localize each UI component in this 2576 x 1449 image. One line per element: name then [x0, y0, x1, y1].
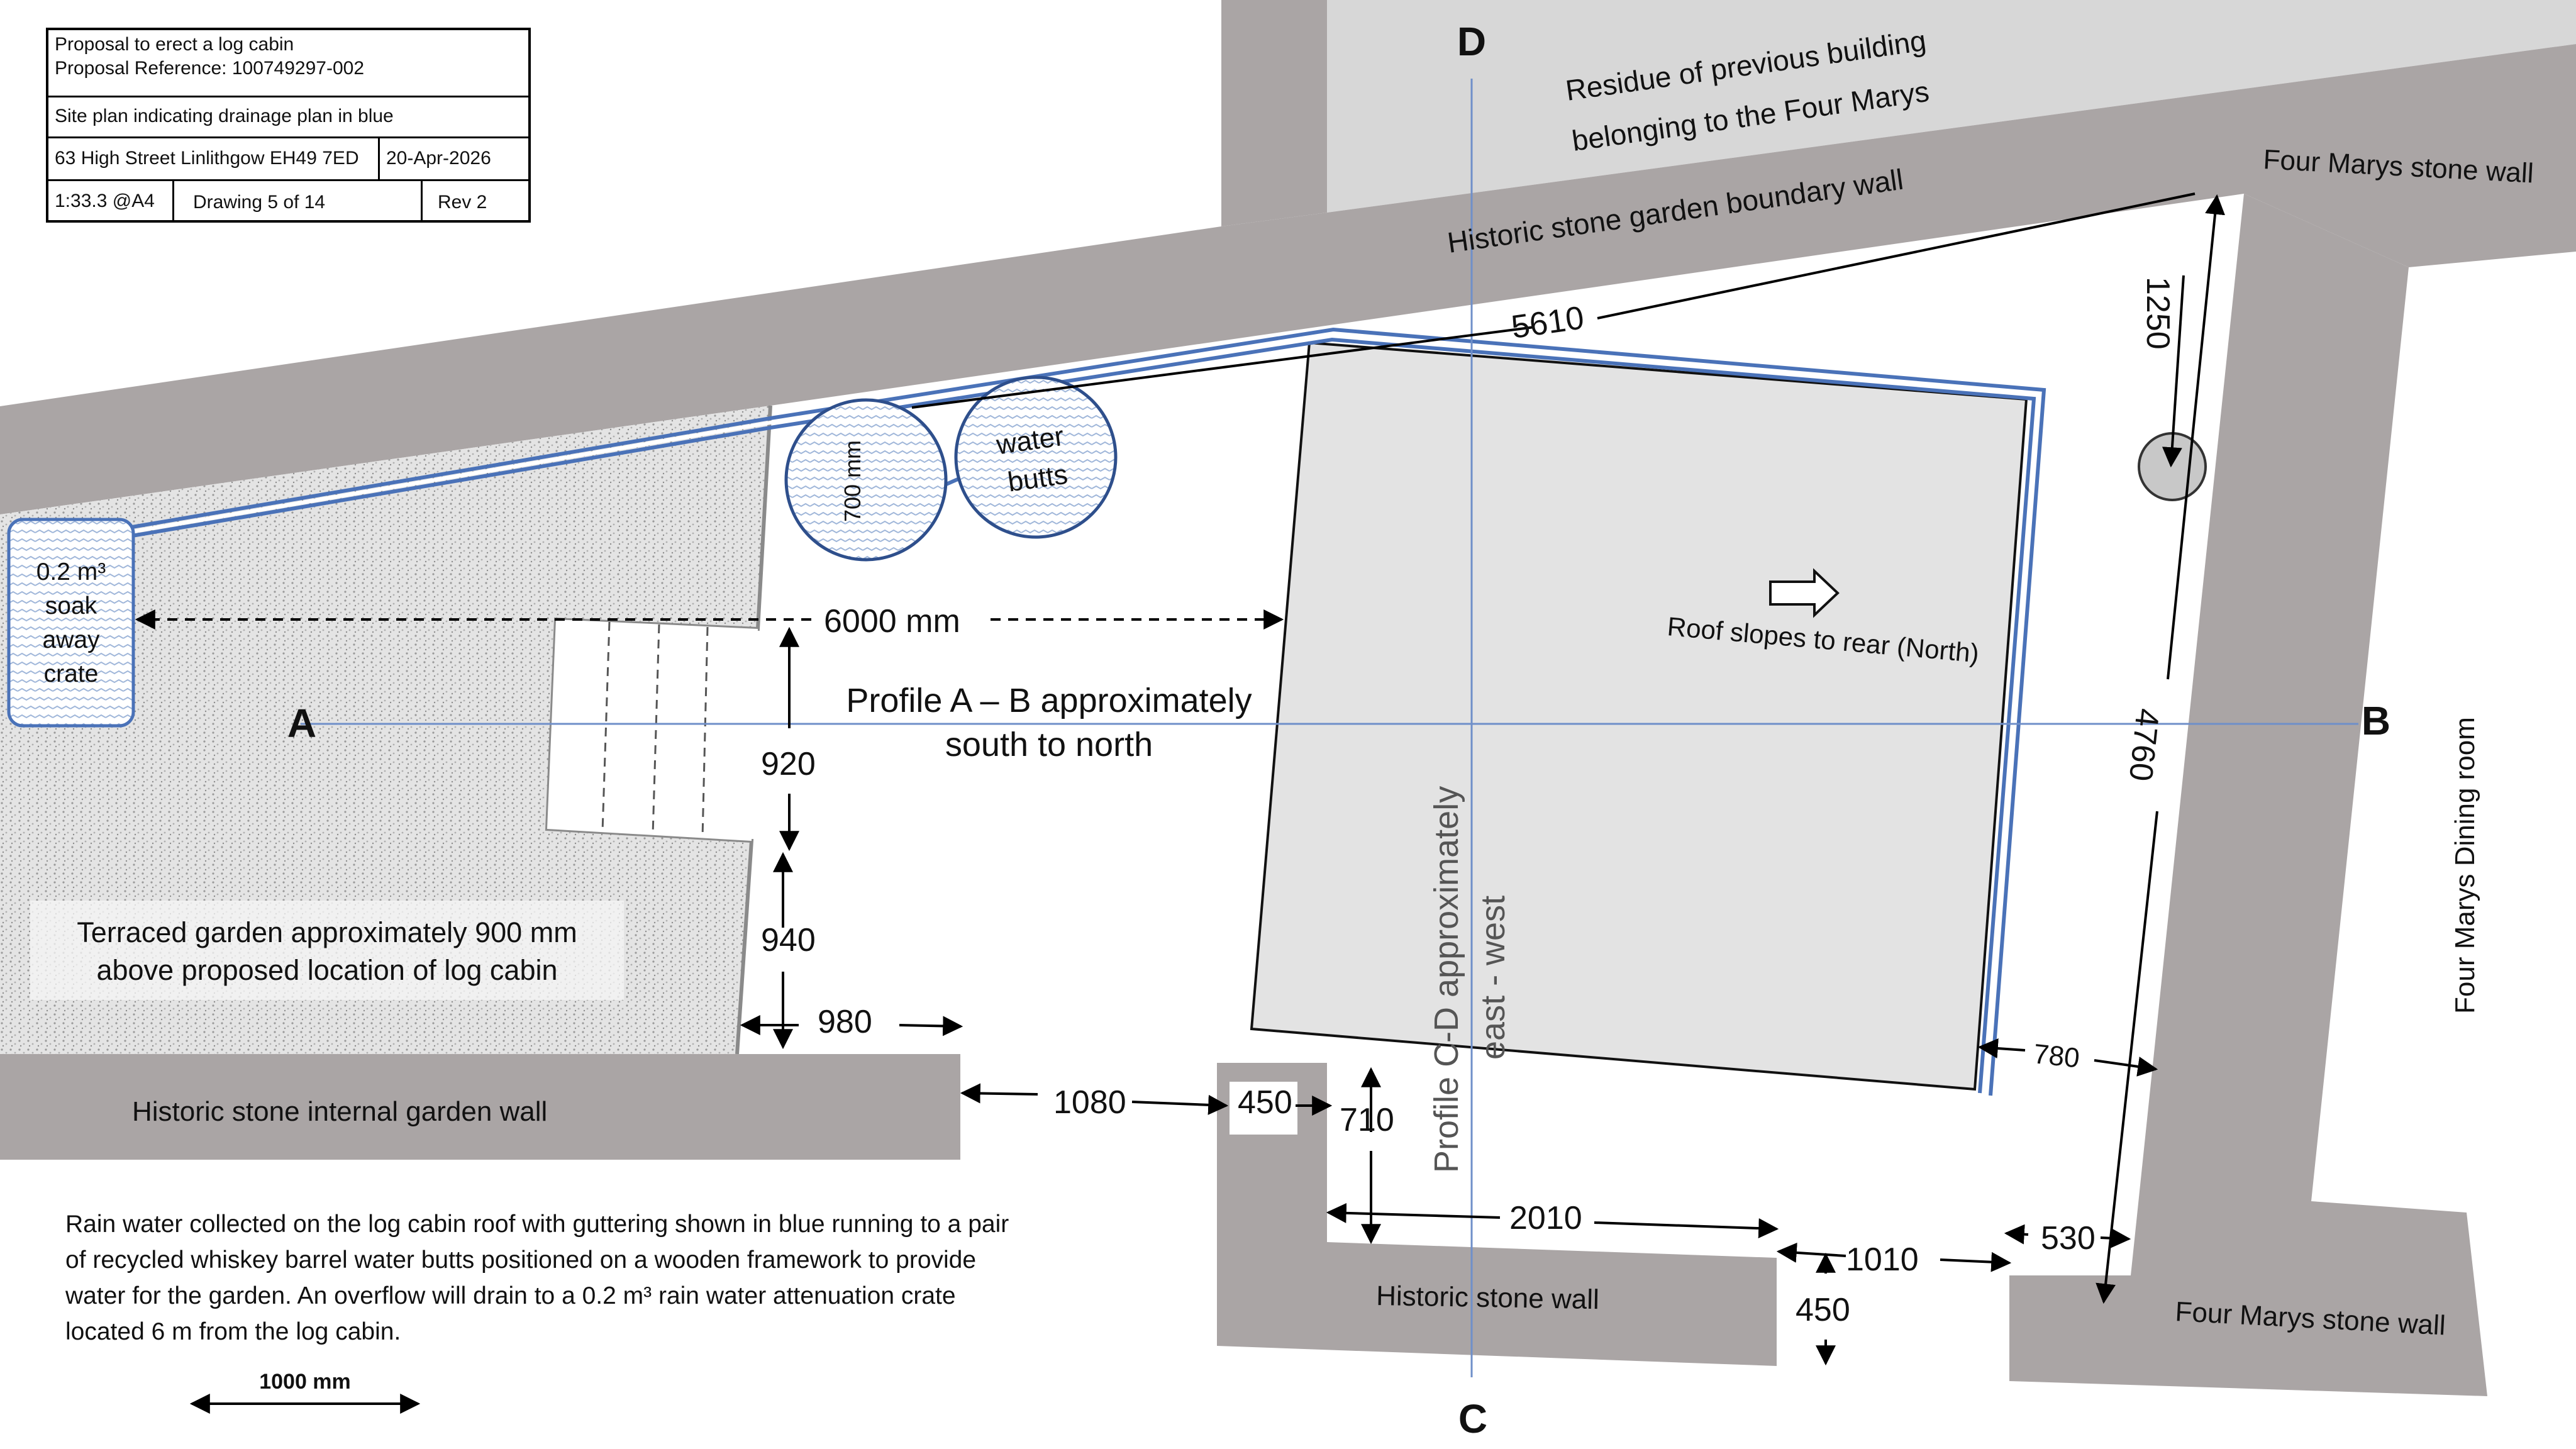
dimension-4760: 4760 [2122, 707, 2166, 783]
drawing-description: Site plan indicating drainage plan in bl… [55, 106, 394, 126]
dimension-2010: 2010 [1509, 1200, 1582, 1236]
note-line: of recycled whiskey barrel water butts p… [65, 1246, 977, 1274]
step-line [701, 626, 709, 838]
point-b-label: B [2362, 698, 2390, 743]
wall-gap-box [1230, 1082, 1297, 1135]
dimension-780: 780 [2032, 1038, 2081, 1074]
gutter [131, 327, 2046, 1096]
dimension-940: 940 [761, 922, 816, 958]
title-block-row: Site plan indicating drainage plan in bl… [48, 97, 528, 138]
soak-away-label: soak [45, 592, 97, 619]
step-line [652, 624, 660, 835]
scale-bar-label: 1000 mm [259, 1370, 351, 1394]
point-a-label: A [287, 701, 316, 746]
proposal-reference: Proposal Reference: 100749297-002 [55, 58, 365, 79]
dimension-1010: 1010 [1846, 1241, 1919, 1278]
residue-wall-left [1221, 0, 1327, 226]
roof-slope-arrow [1769, 568, 1840, 618]
internal-garden-wall [0, 1054, 960, 1160]
terraced-garden [0, 406, 770, 1054]
revision: Rev 2 [438, 192, 487, 213]
title-block-row: 1:33.3 @A4 Drawing 5 of 14 Rev 2 [48, 181, 528, 223]
dimension-1250: 1250 [2140, 277, 2176, 350]
boundary-wall [0, 44, 2576, 514]
title-block-row: Proposal to erect a log cabin Proposal R… [48, 30, 528, 97]
four-marys-wall-right [2009, 194, 2487, 1396]
dimension-710: 710 [1340, 1102, 1394, 1138]
dimension-1080: 1080 [1053, 1084, 1126, 1121]
dimension-6000: 6000 mm [824, 603, 960, 640]
soak-away-label: away [42, 626, 100, 653]
site-address: 63 High Street Linlithgow EH49 7ED [48, 138, 380, 179]
water-butt-1 [784, 398, 948, 562]
title-block-row: 63 High Street Linlithgow EH49 7ED 20-Ap… [48, 138, 528, 181]
dimension-450-lower: 450 [1796, 1292, 1850, 1328]
title-block: Proposal to erect a log cabin Proposal R… [46, 28, 531, 223]
profile-cd-label: Profile C-D approximately [1428, 786, 1465, 1173]
soak-away-label: crate [44, 660, 99, 687]
steps [547, 619, 758, 841]
note-line: water for the garden. An overflow will d… [65, 1282, 956, 1309]
step-line [601, 621, 611, 832]
log-cabin [1250, 341, 2028, 1091]
soak-away-crate [7, 518, 135, 728]
dining-room-label: Four Marys Dining room [2450, 717, 2480, 1014]
residue-building [1327, 0, 2576, 213]
dimension-980: 980 [818, 1004, 872, 1040]
title-block-cell: Proposal to erect a log cabin Proposal R… [48, 30, 528, 96]
point-d-label: D [1457, 19, 1486, 64]
dimension-lines [189, 192, 2226, 1414]
drawing-date: 20-Apr-2026 [386, 148, 491, 169]
dimension-450: 450 [1238, 1084, 1292, 1121]
soak-away-label: 0.2 m³ [36, 558, 106, 586]
point-c-label: C [1458, 1396, 1487, 1441]
dimension-530: 530 [2041, 1220, 2096, 1257]
gutter-inner [133, 332, 2041, 1095]
profile-ab-label: Profile A – B approximately [846, 682, 1252, 719]
terrace-label-box [30, 901, 624, 1000]
note-line: located 6 m from the log cabin. [65, 1318, 401, 1345]
dimension-920: 920 [761, 746, 816, 782]
butt-size-label: 700 mm [840, 440, 865, 522]
historic-stone-wall [1217, 1063, 1777, 1366]
profile-ab-label: south to north [945, 726, 1153, 763]
drainage-note: Rain water collected on the log cabin ro… [65, 1206, 1172, 1350]
dimension-5610: 5610 [1509, 299, 1587, 346]
proposal-title: Proposal to erect a log cabin [55, 34, 294, 55]
historic-wall-label: Historic stone wall [1376, 1280, 1599, 1315]
note-line: Rain water collected on the log cabin ro… [65, 1211, 1009, 1238]
water-butt-2 [954, 375, 1118, 539]
terrace-label: Terraced garden approximately 900 mm [77, 916, 577, 948]
internal-wall-label: Historic stone internal garden wall [132, 1096, 547, 1127]
terrace-label: above proposed location of log cabin [96, 954, 557, 986]
drawing-scale: 1:33.3 @A4 [48, 181, 174, 223]
profile-cd-label: east - west [1474, 896, 1512, 1060]
drawing-number: Drawing 5 of 14 [174, 181, 423, 223]
